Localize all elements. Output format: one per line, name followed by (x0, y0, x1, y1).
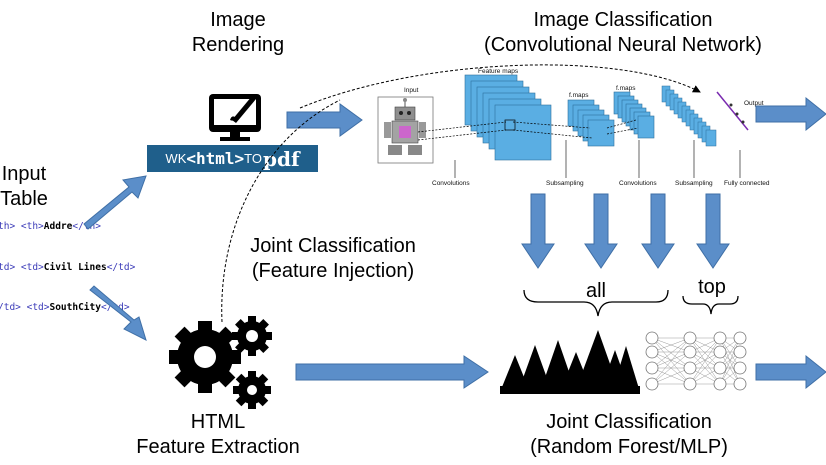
arrow-table-to-rendering (83, 175, 147, 230)
cnn-label-pointers (454, 140, 741, 178)
cnn-convolutions2-label: Convolutions (619, 180, 657, 187)
feature-maps-stack-2 (567, 99, 615, 147)
monitor-icon (209, 94, 261, 141)
mlp-node (683, 361, 697, 375)
mlp-node (733, 361, 747, 375)
arrow-final-output (755, 354, 826, 390)
cnn-subsampling-label: Subsampling (546, 180, 584, 187)
cnn-connection-lines (417, 119, 639, 141)
mlp-edge (651, 351, 691, 369)
arrow-to-cnn (286, 103, 363, 137)
mlp-node (733, 377, 747, 391)
mlp-node (683, 331, 697, 345)
mlp-edge (689, 351, 721, 385)
mlp-edge (651, 367, 691, 385)
cnn-fmaps2-label: f.maps (616, 85, 636, 92)
brace-all (523, 289, 669, 317)
mlp-edge (651, 337, 691, 353)
feature-maps-stack-4 (661, 85, 717, 147)
cnn-feature-maps-label: Feature maps (478, 68, 519, 75)
all-label: all (585, 280, 606, 302)
cnn-fully-connected-label: Fully connected (724, 180, 770, 187)
mlp-network-icon (651, 337, 741, 385)
cnn-convolutions-label: Convolutions (432, 180, 470, 187)
mlp-edge (689, 337, 721, 385)
mlp-node (683, 377, 697, 391)
top-label: top (698, 276, 726, 298)
joint-injection-label: Joint Classification(Feature Injection) (250, 235, 416, 282)
mlp-node (713, 361, 727, 375)
gears-icon (169, 316, 272, 409)
injection-top-curve (299, 64, 701, 109)
mlp-edge (651, 351, 691, 385)
cnn-output-label: Output (744, 100, 764, 107)
forest-icon (500, 330, 640, 394)
mlp-node (683, 345, 697, 359)
mlp-nodes (645, 331, 747, 391)
mlp-edge (719, 337, 741, 385)
code-line-2: td> <td>Civil Lines</td> (0, 262, 136, 273)
mlp-node (645, 377, 659, 391)
feature-maps-stack-3 (613, 91, 655, 139)
brace-top (682, 295, 739, 315)
cnn-fmaps1-label: f.maps (569, 92, 589, 99)
mlp-node (645, 361, 659, 375)
mlp-edge (651, 337, 691, 369)
mlp-node (645, 331, 659, 345)
joint-forest-label: Joint Classification(Random Forest/MLP) (530, 411, 728, 458)
arrow-cnn-output (755, 96, 826, 132)
mlp-node (645, 345, 659, 359)
cnn-subsampling2-label: Subsampling (675, 180, 713, 187)
mlp-node (713, 345, 727, 359)
cnn-output-layer (716, 91, 749, 131)
cnn-input-label: Input (404, 87, 419, 94)
robot-input-image (377, 96, 434, 164)
mlp-node (713, 331, 727, 345)
mlp-edge (689, 337, 721, 369)
mlp-node (713, 377, 727, 391)
image-classification-label: Image Classification(Convolutional Neura… (484, 9, 762, 56)
mlp-edge (651, 337, 691, 385)
wkhtmltopdf-logo: WK <html> TO pdf (147, 145, 318, 172)
down-arrows (521, 193, 730, 269)
arrow-table-to-features (89, 285, 147, 341)
feature-maps-stack-1 (464, 74, 552, 161)
arrow-features-to-forest (295, 355, 489, 389)
mlp-node (733, 331, 747, 345)
feature-injection-curve (221, 99, 341, 323)
mlp-node (733, 345, 747, 359)
